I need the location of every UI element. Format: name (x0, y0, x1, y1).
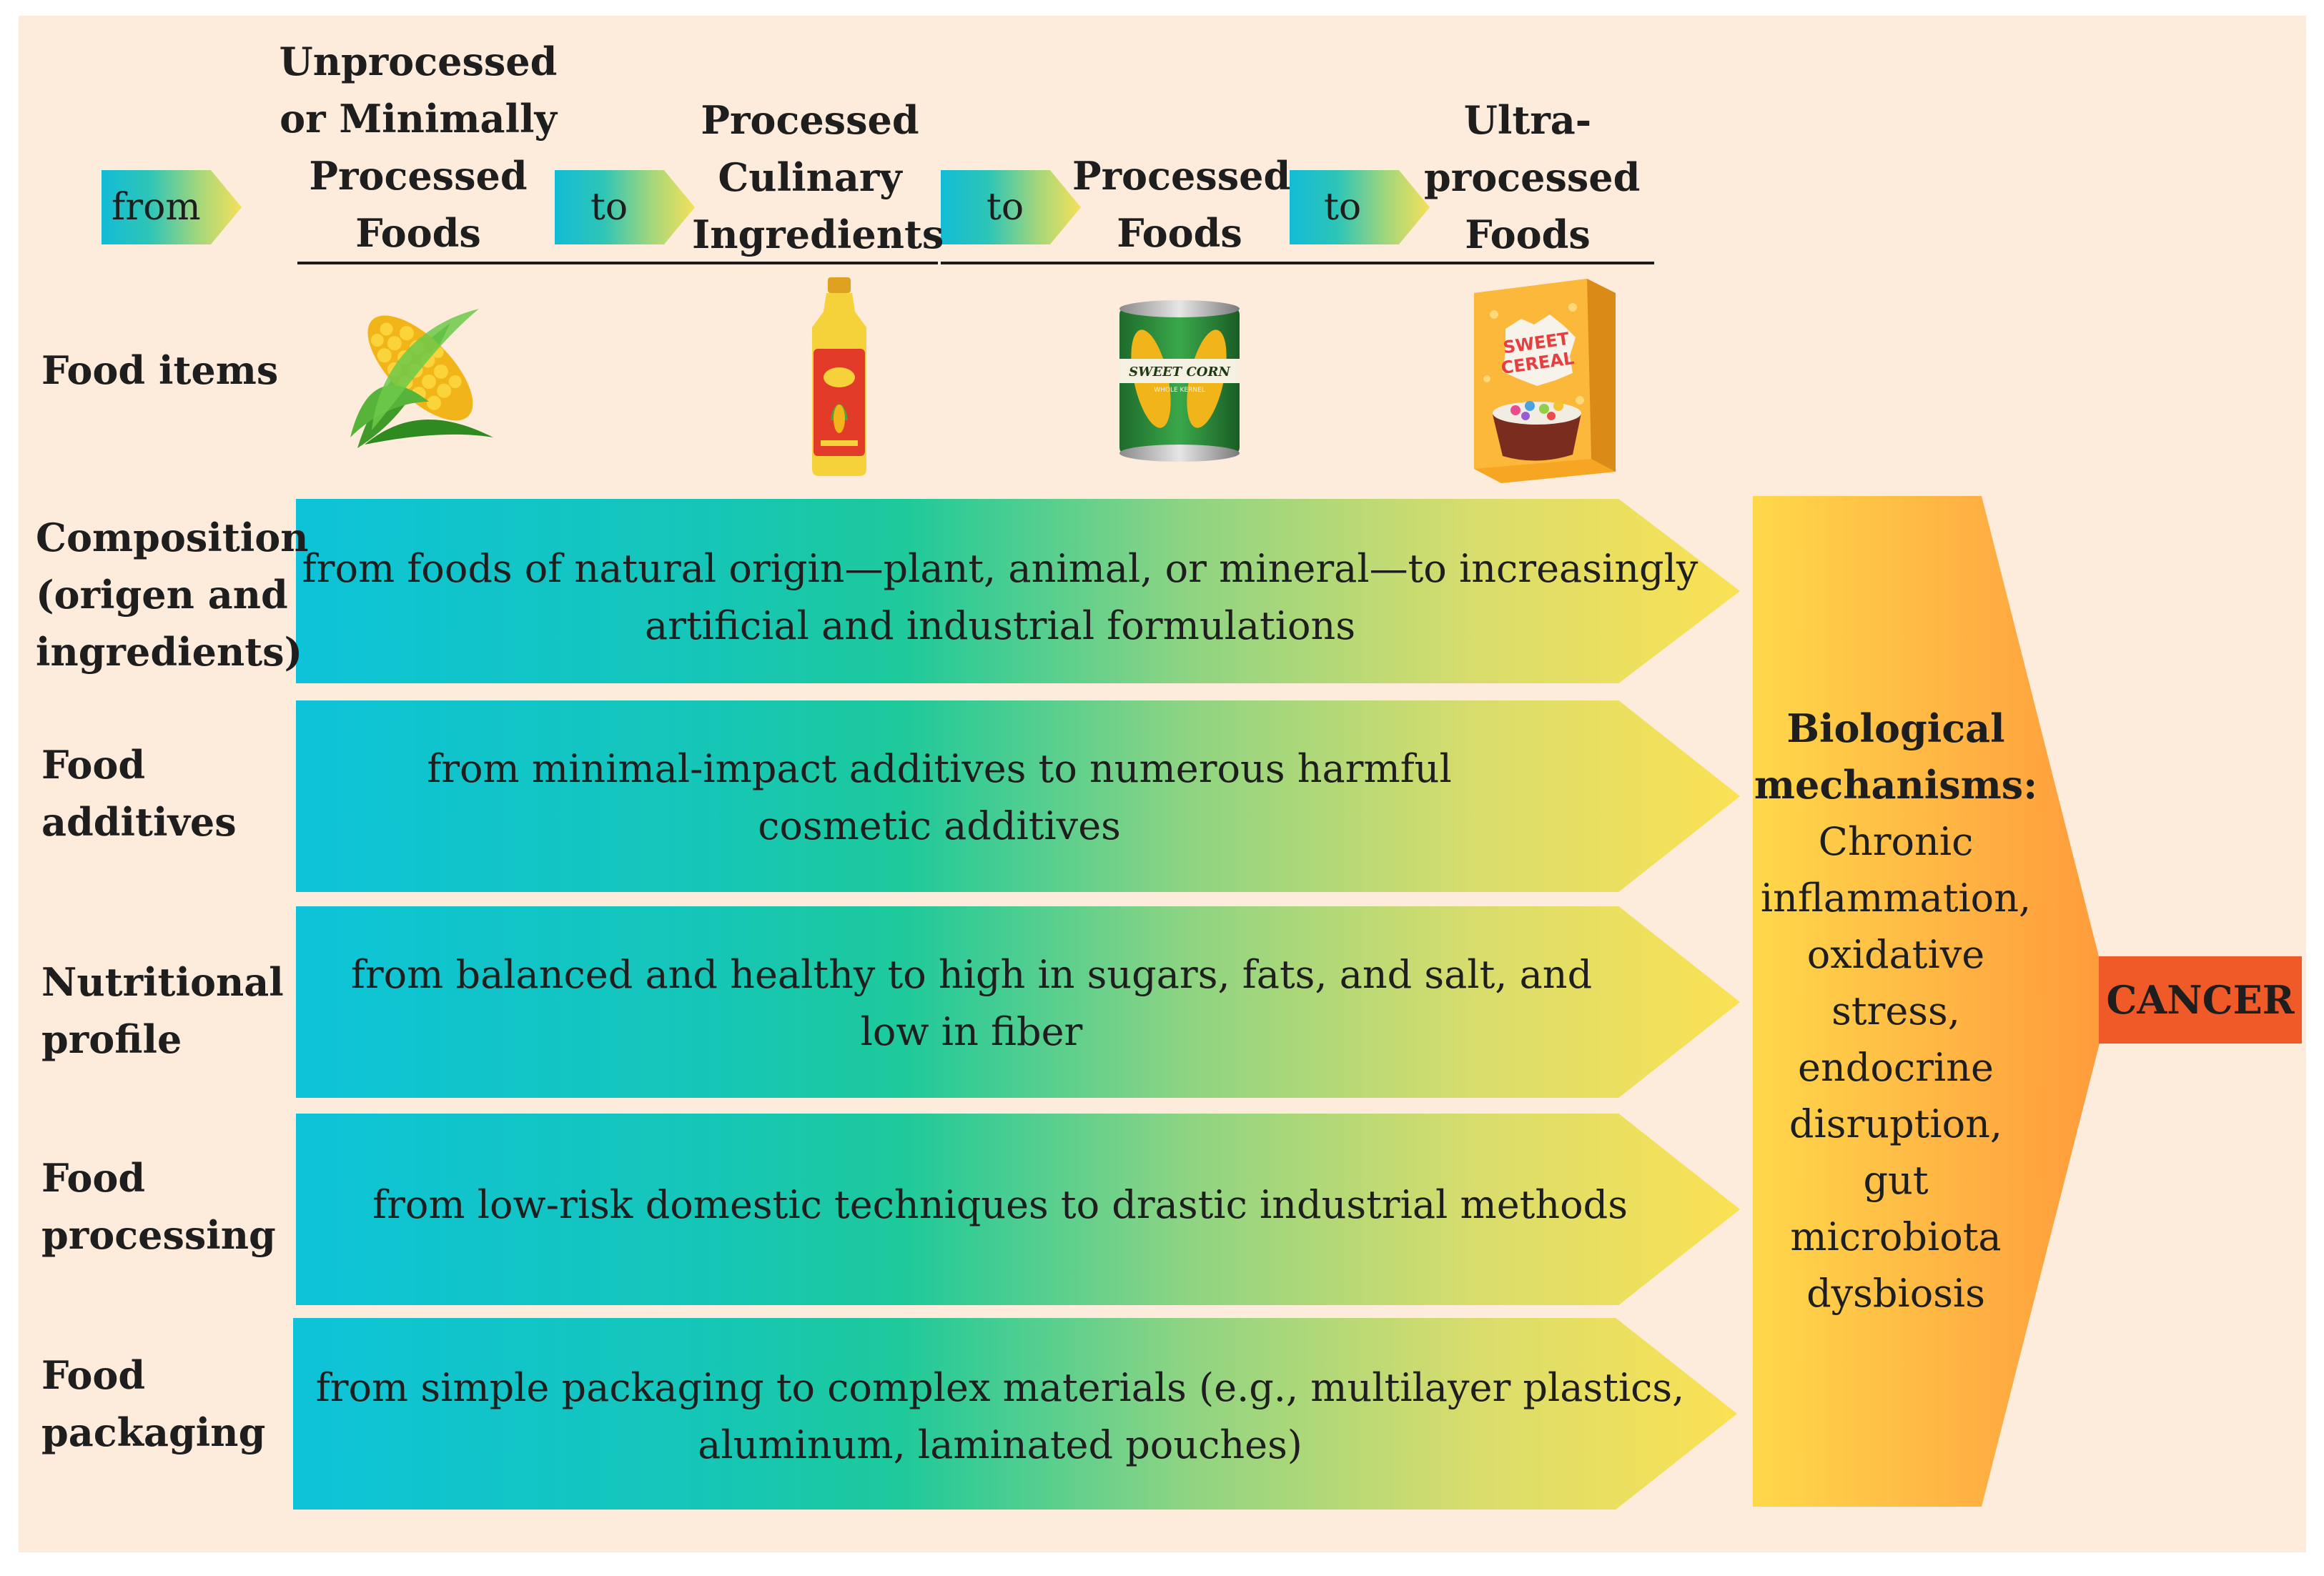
cancer-label: CANCER (2106, 977, 2295, 1023)
from-label: from (112, 186, 201, 229)
row-label-additives: Food additives (41, 742, 237, 845)
mechanism-item: Chronic (1818, 819, 1974, 864)
packaging-text: from simple packaging to complex materia… (315, 1365, 1685, 1467)
row-label-nutrition: Nutritional profile (41, 959, 284, 1062)
mechanism-item: microbiota (1790, 1214, 2002, 1259)
stage-line: Ingredients (692, 212, 944, 257)
stage-line: Unprocessed (279, 39, 558, 84)
additives-arrow (296, 700, 1740, 892)
stage-line: Processed (701, 97, 919, 143)
row-label-processing: Food processing (41, 1155, 276, 1258)
stage-line: Processed (309, 153, 528, 199)
composition-text: from foods of natural origin—plant, anim… (302, 546, 1699, 648)
mechanisms-title: Biological (1786, 705, 2005, 751)
nutrition-text: from balanced and healthy to high in sug… (350, 952, 1593, 1054)
composition-arrow (296, 499, 1740, 683)
can-sub-text: WHOLE KERNEL (1154, 387, 1205, 394)
packaging-arrow (293, 1318, 1737, 1510)
processing-text: from low-risk domestic techniques to dra… (372, 1182, 1628, 1227)
stage-title-processed: Processed Foods (1072, 147, 1291, 262)
stage-line: or Minimally (280, 96, 557, 142)
stage-line: Processed (1072, 153, 1291, 199)
sweet-corn-can-icon: SWEET CORN WHOLE KERNEL (1119, 300, 1240, 462)
stage-title-unprocessed: Unprocessed or Minimally Processed Foods (272, 33, 565, 262)
stage-line: Foods (355, 210, 481, 256)
to-label-3: to (1324, 186, 1362, 229)
to-arrow-1: to (555, 170, 695, 244)
processing-arrow (296, 1114, 1740, 1305)
corn-cob-icon (350, 309, 493, 448)
can-label-text: SWEET CORN (1129, 365, 1231, 380)
mechanism-item: disruption, (1789, 1101, 2003, 1146)
stage-line: Culinary (718, 154, 902, 200)
mechanism-item: stress, (1831, 988, 1960, 1034)
mechanism-item: inflammation, (1760, 876, 2032, 921)
to-label-1: to (590, 186, 628, 229)
biological-mechanisms-text: Biological mechanisms: Chronic inflammat… (1753, 700, 2039, 1322)
to-arrow-2: to (941, 170, 1081, 244)
mechanism-item: gut (1863, 1158, 1929, 1203)
mechanisms-title: mechanisms: (1754, 762, 2038, 808)
mechanism-item: oxidative (1806, 932, 1985, 977)
food-items-label: Food items (41, 347, 279, 393)
cancer-box: CANCER (2099, 956, 2302, 1044)
stage-line: processed (1424, 154, 1641, 200)
from-arrow: from (102, 170, 242, 244)
to-arrow-3: to (1290, 170, 1430, 244)
stage-line: Ultra- (1463, 97, 1592, 143)
header-underline-2 (941, 262, 1654, 264)
stage-line: Foods (1117, 210, 1242, 256)
oil-bottle-icon (812, 277, 866, 476)
stage-line: Foods (1465, 212, 1591, 257)
row-label-composition: Composition (origen and ingredients) (36, 515, 309, 675)
nutrition-arrow (296, 906, 1740, 1098)
cereal-box-icon: SWEET CEREAL (1474, 279, 1616, 483)
additives-text: from minimal-impact additives to numerou… (427, 746, 1452, 848)
stage-title-ultraprocessed: Ultra- processed Foods (1424, 91, 1641, 263)
header-underline-1 (297, 262, 938, 264)
stage-title-culinary: Processed Culinary Ingredients (692, 91, 944, 263)
mechanism-item: dysbiosis (1806, 1271, 1985, 1316)
mechanism-item: endocrine (1798, 1045, 1994, 1090)
to-label-2: to (987, 186, 1024, 229)
row-label-packaging: Food packaging (41, 1352, 266, 1455)
